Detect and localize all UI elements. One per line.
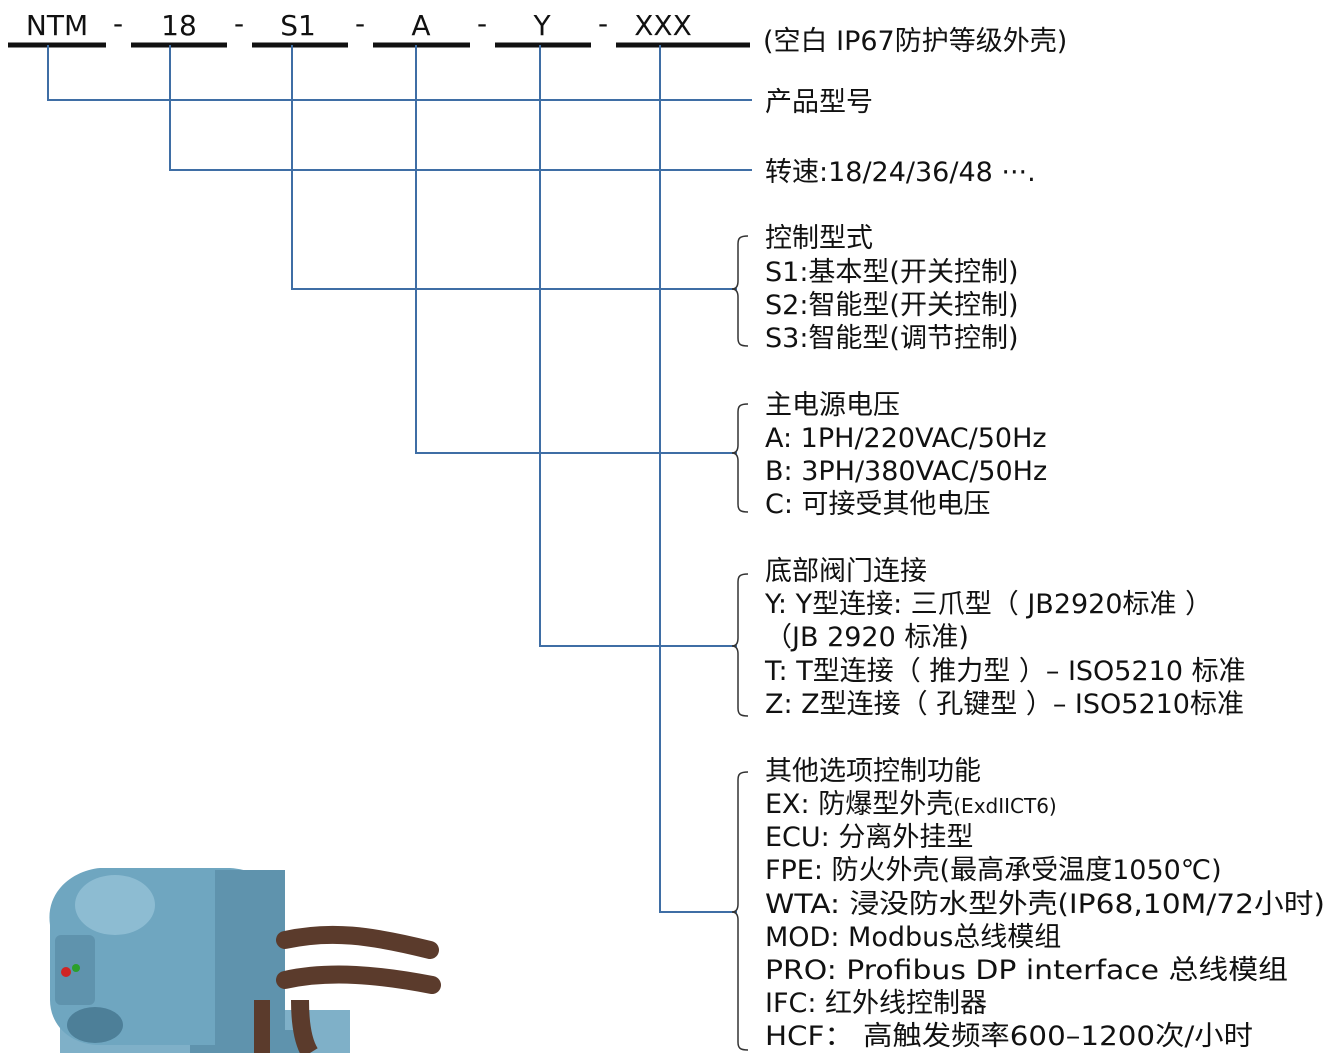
code-part-options: XXX <box>634 9 692 42</box>
connectors <box>47 45 752 913</box>
code-part-model: NTM <box>26 9 88 42</box>
descriptions: 产品型号 转速:18/24/36/48 ···. 控制型式 S1:基本型(开关控… <box>764 87 1325 1052</box>
code-dash: - <box>113 7 123 40</box>
code-part-speed: 18 <box>161 9 197 42</box>
code-note: (空白 IP67防护等级外壳) <box>763 26 1067 57</box>
valve-item: Z: Z型连接（ 孔键型 ）– ISO5210标准 <box>765 689 1244 720</box>
brace-options <box>731 771 749 1051</box>
connector-power <box>415 45 737 454</box>
code-dash: - <box>234 7 244 40</box>
control-item: S2:智能型(开关控制) <box>765 290 1018 321</box>
valve-title: 底部阀门连接 <box>765 556 927 587</box>
options-item: IFC: 红外线控制器 <box>765 988 987 1019</box>
code-dash: - <box>598 7 608 40</box>
code-part-control: S1 <box>280 9 316 42</box>
brace-power <box>731 403 749 513</box>
connector-model <box>47 45 752 101</box>
connector-speed <box>169 45 752 171</box>
code-line: NTM 18 S1 A Y XXX - - - - - (空白 IP67防护等级… <box>8 7 1067 57</box>
code-part-power: A <box>411 9 430 42</box>
braces <box>731 235 749 1051</box>
code-dash: - <box>477 7 487 40</box>
control-title: 控制型式 <box>765 223 873 254</box>
control-item: S3:智能型(调节控制) <box>765 323 1018 354</box>
code-dash: - <box>355 7 365 40</box>
connector-valve <box>539 45 737 647</box>
options-item: FPE: 防火外壳(最高承受温度1050℃) <box>765 855 1222 886</box>
options-item: MOD: Modbus总线模组 <box>765 922 1061 953</box>
power-title: 主电源电压 <box>765 390 900 421</box>
brace-valve <box>731 573 749 717</box>
power-item: C: 可接受其他电压 <box>765 489 991 520</box>
model-label: 产品型号 <box>765 87 873 118</box>
options-ex-sub: (ExdIICT6) <box>953 794 1056 818</box>
options-item: HCF： 高触发频率600–1200次/小时 <box>765 1021 1253 1052</box>
brace-control <box>731 235 749 347</box>
power-item: B: 3PH/380VAC/50Hz <box>765 456 1047 487</box>
options-item: WTA: 浸没防水型外壳(IP68,10M/72小时) <box>765 889 1325 920</box>
options-item: ECU: 分离外挂型 <box>765 822 973 853</box>
options-ex-main: EX: 防爆型外壳 <box>765 789 953 820</box>
connector-options <box>659 45 737 913</box>
actuator-illustration <box>49 868 441 1053</box>
control-item: S1:基本型(开关控制) <box>765 257 1018 288</box>
valve-item: （JB 2920 标准) <box>765 622 969 653</box>
valve-item: T: T型连接（ 推力型 ）– ISO5210 标准 <box>764 656 1246 687</box>
power-item: A: 1PH/220VAC/50Hz <box>765 423 1047 454</box>
options-item-ex: EX: 防爆型外壳(ExdIICT6) <box>765 789 1057 820</box>
options-item: PRO: Profibus DP interface 总线模组 <box>765 955 1288 986</box>
code-part-valve: Y <box>532 9 551 42</box>
valve-item: Y: Y型连接: 三爪型（ JB2920标准 ） <box>764 589 1212 620</box>
options-title: 其他选项控制功能 <box>765 756 981 787</box>
connector-control <box>291 45 737 290</box>
speed-label: 转速:18/24/36/48 ···. <box>765 157 1036 188</box>
